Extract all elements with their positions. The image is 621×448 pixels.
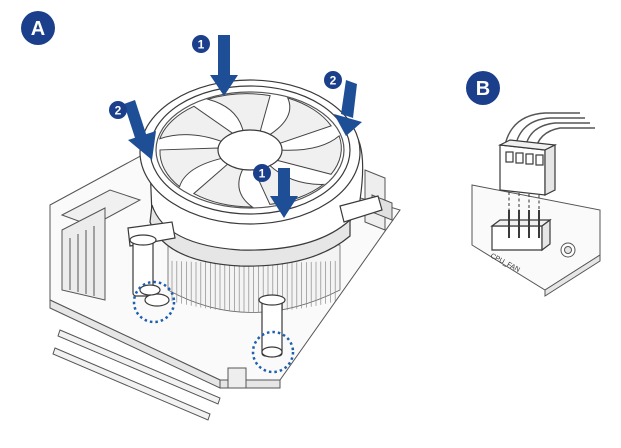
step-badge-1-center: 1 [253,164,271,182]
panel-a-badge: A [21,11,55,45]
panel-b-badge: B [466,71,500,105]
step-label-2-right: 2 [330,74,337,88]
fan-blade [267,97,332,144]
fan-blade [206,93,271,133]
panel-a-label: A [31,18,45,40]
panel-a: 1 1 2 2 A [21,11,401,421]
arrow-step-2-right [334,80,362,136]
panel-b: B [466,71,601,297]
push-pin-highlight-left [132,280,176,324]
fan-blade [159,147,224,188]
panel-b-label: B [476,78,490,100]
push-pin-highlight-right [251,330,295,374]
step-badge-1-top: 1 [192,35,210,53]
arrow-step-2-left [124,100,156,160]
fan [139,79,361,225]
fan-blade [276,135,342,175]
push-pin-front-right [258,294,286,358]
step-badge-2-left: 2 [109,101,127,119]
fan-blade [158,105,234,143]
push-pin-front-left [129,234,170,307]
step-label-1-top: 1 [198,38,205,52]
fan-plug [497,139,558,196]
fan-blade [192,163,254,208]
step-label-2-left: 2 [115,104,122,118]
cpu-fan-header [490,210,552,252]
arrow-step-1-top [210,35,238,96]
step-label-1-center: 1 [259,167,266,181]
arrow-step-1-center [270,168,298,218]
step-badge-2-right: 2 [324,71,342,89]
